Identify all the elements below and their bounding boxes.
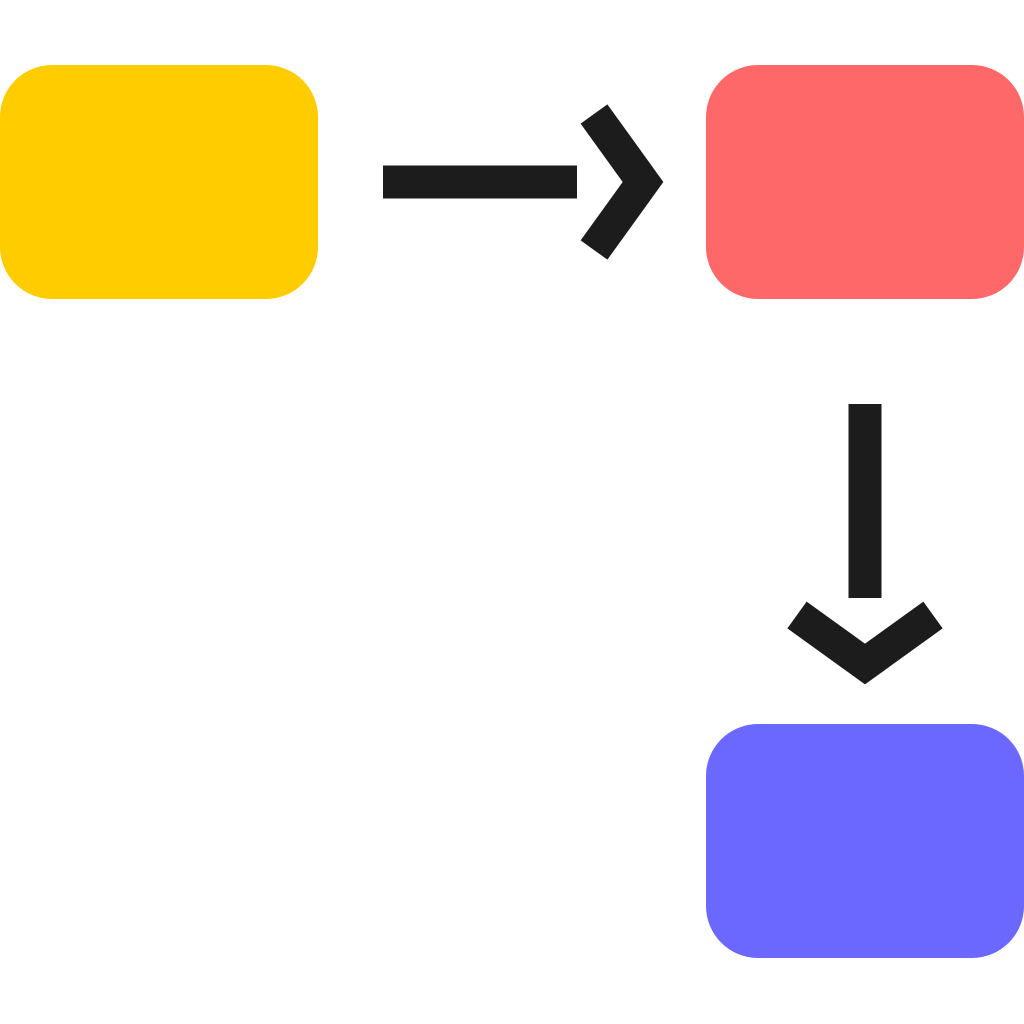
arrow-down-head xyxy=(787,601,943,685)
arrow-right-icon xyxy=(383,104,664,260)
arrow-right-head xyxy=(580,104,664,260)
yellow-block xyxy=(0,65,318,299)
arrow-down-icon xyxy=(787,404,943,685)
red-block xyxy=(706,65,1024,299)
blue-block xyxy=(706,724,1024,958)
